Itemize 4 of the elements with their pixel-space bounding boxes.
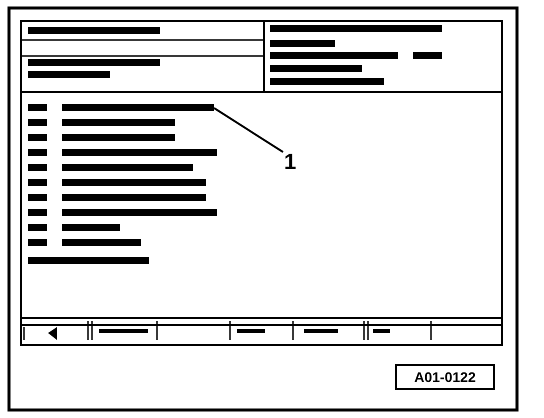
leader-line [213, 107, 284, 153]
list-item-bar [62, 104, 214, 111]
callout-number: 1 [284, 150, 296, 174]
reference-code-box: A01-0122 [395, 364, 495, 390]
